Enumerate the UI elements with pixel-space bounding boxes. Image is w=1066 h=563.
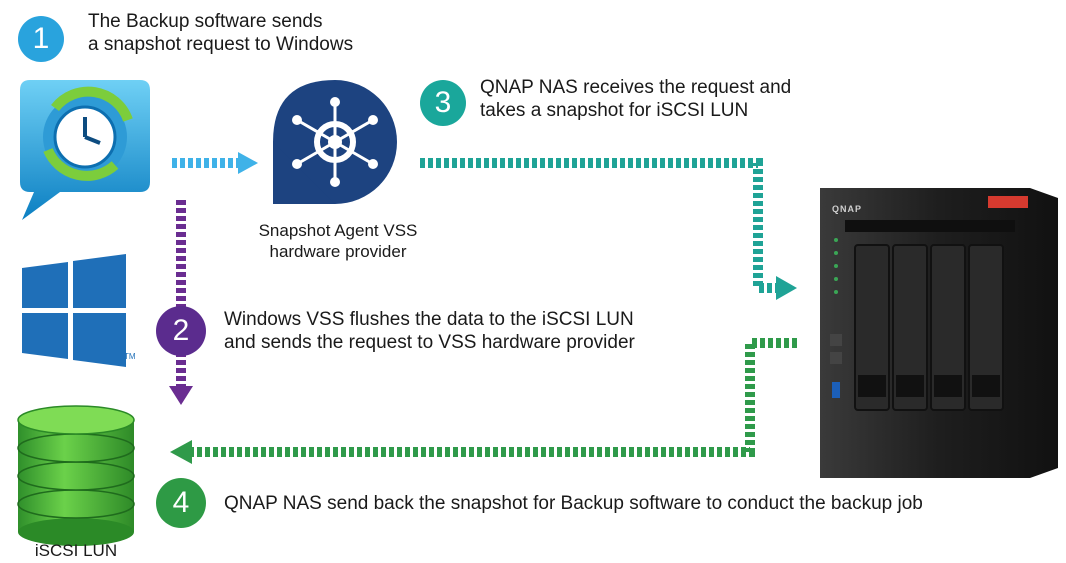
step-2-badge: 2 xyxy=(156,306,206,356)
step-3-number: 3 xyxy=(434,86,452,119)
backup-software-icon xyxy=(20,80,150,220)
step-2-line-1: Windows VSS flushes the data to the iSCS… xyxy=(224,309,634,330)
arrow-windows-to-iscsi xyxy=(169,200,193,405)
step-2-text: Windows VSS flushes the data to the iSCS… xyxy=(224,308,635,354)
step-1-text: The Backup software sends a snapshot req… xyxy=(88,10,353,56)
snapshot-agent-label: Snapshot Agent VSS hardware provider xyxy=(238,220,438,262)
step-1-number: 1 xyxy=(32,22,50,55)
snapshot-agent-label-line-2: hardware provider xyxy=(269,242,407,261)
step-4-line-1: QNAP NAS send back the snapshot for Back… xyxy=(224,493,923,514)
qnap-nas-device-icon xyxy=(820,188,1058,478)
step-1-badge: 1 xyxy=(18,16,64,62)
step-1-line-2: a snapshot request to Windows xyxy=(88,34,354,55)
windows-logo-icon xyxy=(22,254,126,367)
step-3-text: QNAP NAS receives the request and takes … xyxy=(480,76,791,122)
iscsi-lun-label: iSCSI LUN xyxy=(34,541,118,560)
step-2-line-2: and sends the request to VSS hardware pr… xyxy=(224,332,635,353)
step-3-line-1: QNAP NAS receives the request and xyxy=(480,77,792,98)
step-4-number: 4 xyxy=(172,486,190,519)
step-1-line-1: The Backup software sends xyxy=(88,11,323,32)
step-3-badge: 3 xyxy=(420,80,466,126)
arrow-agent-to-nas xyxy=(420,158,797,300)
step-4-badge: 4 xyxy=(156,478,206,528)
snapshot-agent-label-line-1: Snapshot Agent VSS xyxy=(258,221,418,240)
arrow-backup-to-agent xyxy=(172,152,258,174)
snapshot-agent-icon xyxy=(273,80,397,204)
step-4-text: QNAP NAS send back the snapshot for Back… xyxy=(224,492,923,515)
step-2-number: 2 xyxy=(172,314,190,347)
windows-trademark: TM xyxy=(124,352,136,361)
arrow-nas-to-iscsi xyxy=(170,338,797,464)
step-3-line-2: takes a snapshot for iSCSI LUN xyxy=(480,100,749,121)
iscsi-lun-icon xyxy=(17,405,135,546)
nas-brand-label: QNAP xyxy=(832,204,863,214)
